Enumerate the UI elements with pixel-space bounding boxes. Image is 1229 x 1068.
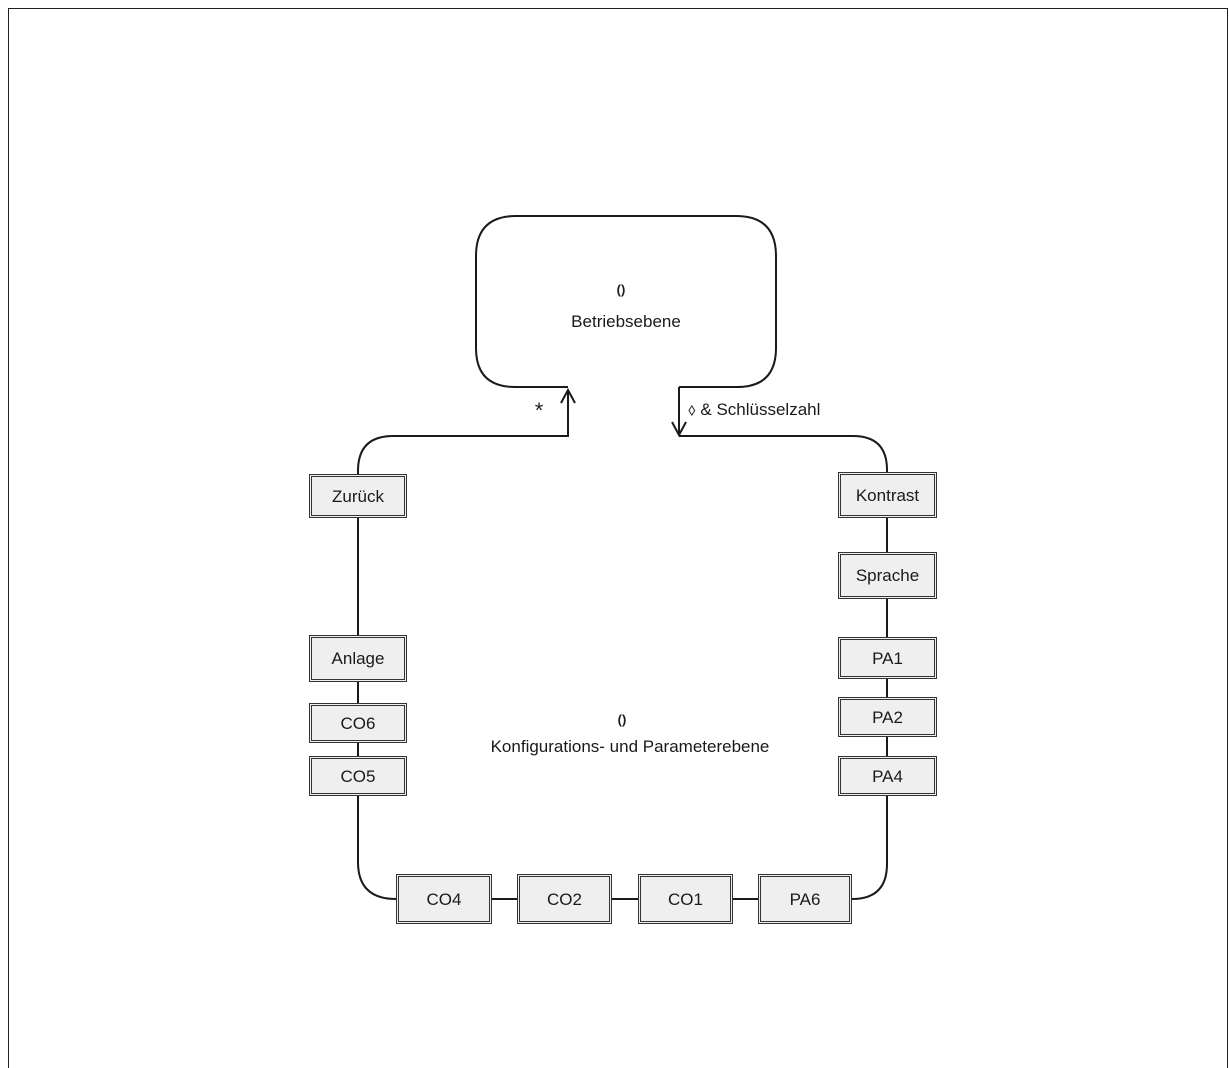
right-loop-top <box>679 435 888 478</box>
enter-transition: ⬨ & Schlüsselzahl <box>688 401 820 418</box>
menu-item-co1[interactable]: CO1 <box>638 874 733 924</box>
menu-item-co6[interactable]: CO6 <box>309 703 407 743</box>
menu-item-co5[interactable]: CO5 <box>309 756 407 796</box>
bottom-state-icon: () <box>617 712 627 727</box>
top-state-icon: () <box>616 282 626 297</box>
menu-item-anlage[interactable]: Anlage <box>309 635 407 682</box>
top-state-outline <box>475 215 777 388</box>
exit-arrow-line <box>357 392 569 490</box>
rotary-knob-icon: ⬨ <box>688 400 696 419</box>
menu-item-kontrast[interactable]: Kontrast <box>838 472 937 518</box>
menu-item-co4[interactable]: CO4 <box>396 874 492 924</box>
menu-item-pa4[interactable]: PA4 <box>838 756 937 796</box>
diagram-frame <box>8 8 1228 1068</box>
top-state-label: Betriebsebene <box>571 312 681 331</box>
menu-item-sprache[interactable]: Sprache <box>838 552 937 599</box>
menu-item-pa2[interactable]: PA2 <box>838 697 937 737</box>
enter-transition-label: & Schlüsselzahl <box>700 400 821 419</box>
menu-item-pa6[interactable]: PA6 <box>758 874 852 924</box>
exit-arrow-head <box>560 387 576 404</box>
menu-item-pa1[interactable]: PA1 <box>838 637 937 679</box>
bottom-state-label: Konfigurations- und Parameterebene <box>490 737 770 756</box>
menu-item-co2[interactable]: CO2 <box>517 874 612 924</box>
menu-item-zurueck[interactable]: Zurück <box>309 474 407 518</box>
asterisk-key-icon: * <box>534 398 544 423</box>
